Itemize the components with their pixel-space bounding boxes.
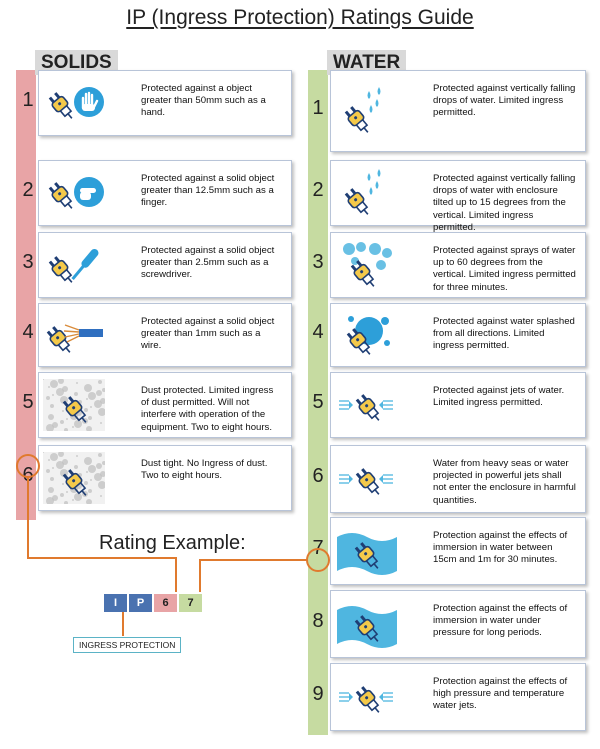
rating-description: Protected against a solid object greater… [141,316,275,352]
page-title: IP (Ingress Protection) Ratings Guide [126,6,474,29]
solids-rating-card: Protected against a solid object greater… [38,303,292,367]
water-rating-card: Protection against the effects of high p… [330,663,586,731]
immersion-icon [335,598,397,650]
water-number-2: 2 [312,179,324,201]
rating-description: Protected against water splashed from al… [433,316,575,352]
ingress-protection-label: INGRESS PROTECTION [73,637,182,653]
solids-number-6: 6 [22,464,34,486]
rating-description: Dust tight. No Ingress of dust. Two to e… [141,458,268,482]
rating-description: Protected against a object greater than … [141,83,266,119]
drops-icon [335,167,397,219]
solids-rating-card: Protected against a solid object greater… [38,232,292,298]
solids-bar [16,70,36,520]
water-number-3: 3 [312,251,324,273]
water-rating-card: Protected against vertically falling dro… [330,160,586,233]
dust-icon [42,378,106,432]
splash-icon [335,309,397,361]
water-rating-card: Protected against jets of water. Limited… [330,372,586,438]
solids-rating-card: Protected against a solid object greater… [38,160,292,226]
water-rating-card: Protection against the effects of immers… [330,517,586,585]
rating-description: Water from heavy seas or water projected… [433,458,576,506]
water-number-6: 6 [312,465,324,487]
spray-icon [335,239,397,291]
solids-number-5: 5 [22,391,34,413]
solids-number-1: 1 [22,89,34,111]
rating-description: Protected against a solid object greater… [141,245,275,281]
water-rating-card: Protected against water splashed from al… [330,303,586,367]
rating-cells: I P 6 7 [104,594,202,612]
water-number-1: 1 [312,97,324,119]
immersion-icon [335,525,397,577]
water-rating-card: Protected against sprays of water up to … [330,232,586,298]
water-number-9: 9 [312,683,324,705]
solids-rating-card: Protected against a object greater than … [38,70,292,136]
rating-cell-i: I [104,594,127,612]
solids-number-4: 4 [22,321,34,343]
rating-example-label: Rating Example: [99,532,246,554]
rating-description: Protection against the effects of immers… [433,603,568,639]
rating-cell-solids: 6 [154,594,177,612]
rating-description: Protected against vertically falling dro… [433,83,576,119]
screwdriver-icon [43,239,105,291]
rating-description: Protected against sprays of water up to … [433,245,576,293]
water-number-5: 5 [312,391,324,413]
jet-icon [335,453,397,505]
rating-cell-p: P [129,594,152,612]
finger-icon [43,167,105,219]
jet-icon [335,671,397,723]
rating-description: Protected against jets of water. Limited… [433,385,565,409]
water-rating-card: Water from heavy seas or water projected… [330,445,586,513]
solids-number-2: 2 [22,179,34,201]
dust-icon [42,451,106,505]
solids-rating-card: Dust protected. Limited ingress of dust … [38,372,292,438]
rating-description: Protection against the effects of high p… [433,676,568,712]
rating-cell-water: 7 [179,594,202,612]
rating-description: Protection against the effects of immers… [433,530,568,566]
solids-number-3: 3 [22,251,34,273]
drops-icon [335,85,397,137]
hand-icon [43,77,105,129]
rating-description: Protected against vertically falling dro… [433,173,576,233]
rating-description: Protected against a solid object greater… [141,173,275,209]
water-number-8: 8 [312,610,324,632]
wire-icon [43,309,105,361]
jet-icon [335,379,397,431]
water-rating-card: Protection against the effects of immers… [330,590,586,658]
rating-description: Dust protected. Limited ingress of dust … [141,385,274,433]
water-number-4: 4 [312,321,324,343]
solids-rating-card: Dust tight. No Ingress of dust. Two to e… [38,445,292,511]
water-rating-card: Protected against vertically falling dro… [330,70,586,152]
